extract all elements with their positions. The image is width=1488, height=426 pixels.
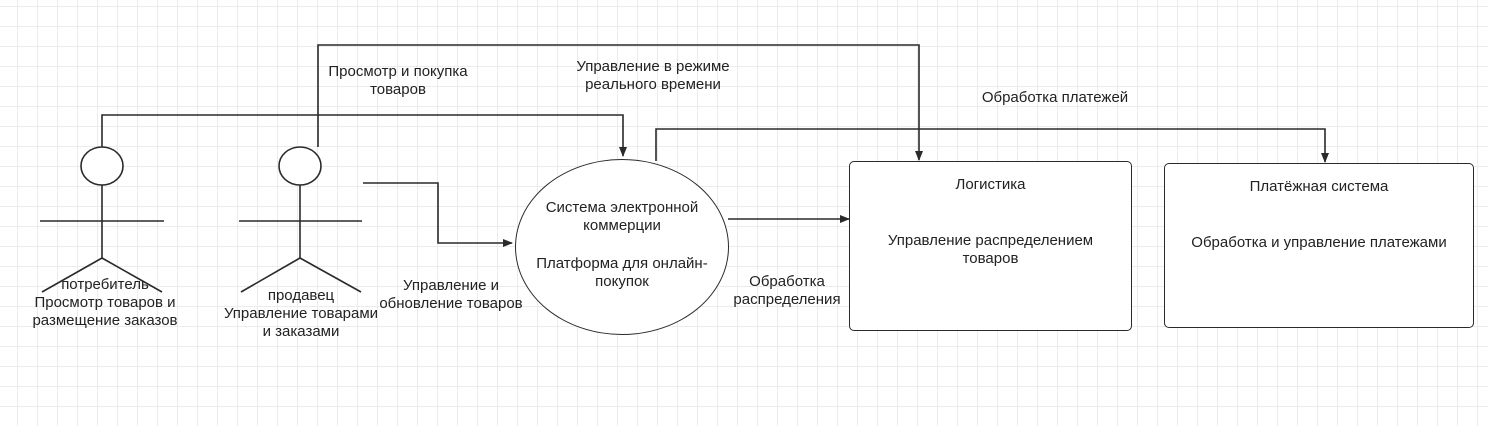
system-subtitle: Платформа для онлайн- покупок <box>536 255 708 290</box>
payment-description: Обработка и управление платежами <box>1191 234 1447 251</box>
edge-label-realtime: Управление в режиме реального времени <box>576 58 730 93</box>
seller-leg-right <box>299 257 362 293</box>
payment-box[interactable] <box>1164 163 1474 328</box>
actor-consumer-figure[interactable] <box>40 146 164 293</box>
edge-label-distribution: Обработка распределения <box>733 273 841 308</box>
seller-name: продавец <box>267 287 335 304</box>
seller-leg-left <box>240 257 301 293</box>
consumer-leg-right <box>101 257 163 293</box>
edge-consumer-to-system[interactable] <box>101 114 627 157</box>
seller-head <box>278 146 322 186</box>
consumer-head <box>80 146 124 186</box>
consumer-description: Просмотр товаров и размещение заказов <box>32 294 178 329</box>
edge-seller-to-logistics[interactable] <box>317 44 923 161</box>
consumer-name: потребитель <box>61 276 149 293</box>
edge-system-to-payment[interactable] <box>655 128 1329 163</box>
logistics-description: Управление распределением товаров <box>887 232 1094 267</box>
actor-seller-figure[interactable] <box>239 146 362 293</box>
edge-seller-to-system[interactable] <box>363 182 513 247</box>
edge-label-payments: Обработка платежей <box>981 89 1129 106</box>
edge-label-browse: Просмотр и покупка товаров <box>328 63 468 98</box>
system-ellipse[interactable] <box>515 159 729 335</box>
logistics-title: Логистика <box>955 176 1026 193</box>
logistics-box[interactable] <box>849 161 1132 331</box>
seller-description: Управление товарами и заказами <box>223 305 379 340</box>
consumer-leg-left <box>41 257 103 293</box>
payment-title: Платёжная система <box>1249 178 1389 195</box>
system-title: Система электронной коммерции <box>545 199 699 234</box>
edge-label-products: Управление и обновление товаров <box>379 277 523 312</box>
